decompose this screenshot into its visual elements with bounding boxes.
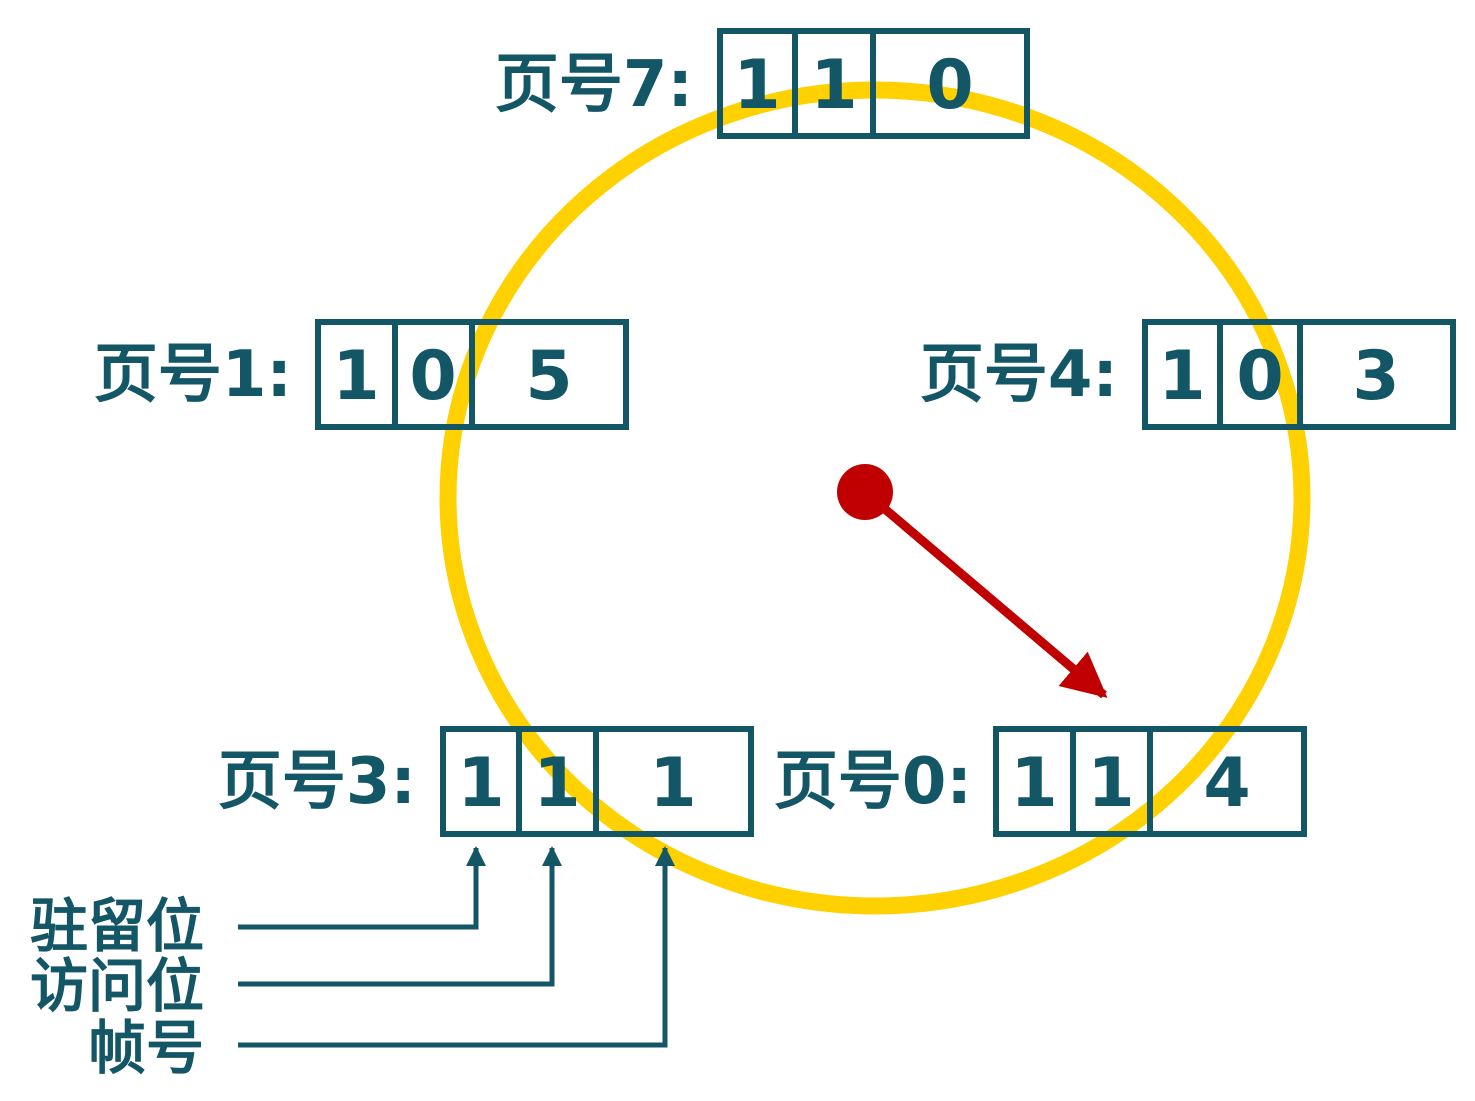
frame-number-value: 5 xyxy=(525,337,572,416)
resident-bit-value: 1 xyxy=(1010,744,1057,823)
pointer-pivot xyxy=(837,464,893,520)
page-entry-3: 页号3: 1 1 1 xyxy=(218,726,754,837)
page-entry-4: 页号4: 1 0 3 xyxy=(920,319,1456,430)
legend-connector-frame xyxy=(238,846,675,1048)
frame-number-value: 1 xyxy=(649,744,696,823)
legend-access-bit-label: 访问位 xyxy=(30,952,204,1020)
access-bit-value: 0 xyxy=(409,337,456,416)
pointer-arrow xyxy=(863,489,1108,699)
clock-pointer xyxy=(837,464,1108,699)
page-label: 页号1: xyxy=(94,338,292,412)
page-entry-1: 页号1: 1 0 5 xyxy=(94,319,629,430)
frame-number-value: 3 xyxy=(1352,337,1399,416)
page-label: 页号4: xyxy=(920,338,1118,412)
page-label: 页号0: xyxy=(774,745,972,819)
access-bit-value: 1 xyxy=(533,744,580,823)
page-entry-7: 页号7: 1 1 0 xyxy=(495,28,1030,139)
resident-bit-value: 1 xyxy=(1158,337,1205,416)
frame-number-value: 0 xyxy=(926,46,973,125)
legend: 驻留位 访问位 帧号 xyxy=(30,846,675,1082)
access-bit-value: 1 xyxy=(810,46,857,125)
page-label: 页号7: xyxy=(495,48,693,122)
page-label: 页号3: xyxy=(218,745,416,819)
resident-bit-value: 1 xyxy=(332,337,379,416)
legend-frame-number-label: 帧号 xyxy=(88,1014,204,1082)
resident-bit-value: 1 xyxy=(733,46,780,125)
resident-bit-value: 1 xyxy=(457,744,504,823)
access-bit-value: 1 xyxy=(1087,744,1134,823)
legend-connector-access xyxy=(238,846,562,987)
legend-connector-resident xyxy=(238,846,486,930)
page-entry-0: 页号0: 1 1 4 xyxy=(774,726,1307,837)
frame-number-value: 4 xyxy=(1203,744,1250,823)
legend-resident-bit-label: 驻留位 xyxy=(30,892,204,960)
access-bit-value: 0 xyxy=(1236,337,1283,416)
